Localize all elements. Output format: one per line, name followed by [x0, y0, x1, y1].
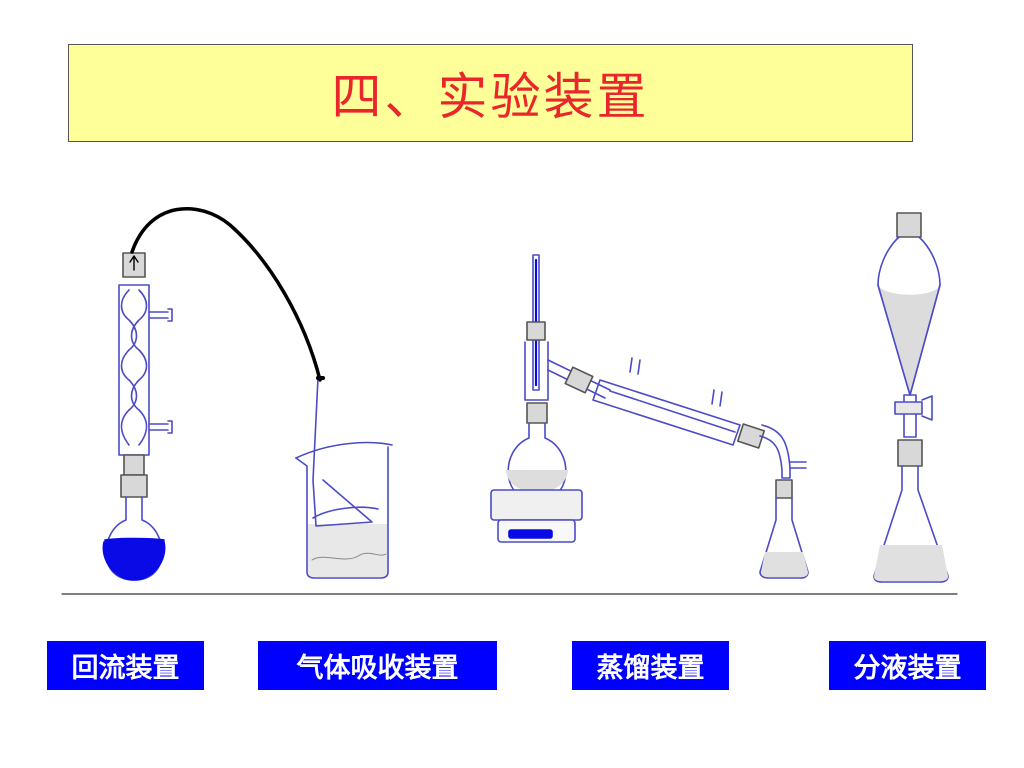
- distillation-apparatus: [490, 254, 809, 579]
- label-gas-absorption-apparatus: 气体吸收装置: [258, 641, 497, 690]
- page-title: 四、实验装置: [331, 68, 650, 126]
- label-distillation-apparatus: 蒸馏装置: [572, 641, 729, 690]
- reflux-apparatus: [102, 207, 322, 581]
- gas-absorption-apparatus: [295, 376, 393, 579]
- title-banner: 四、实验装置: [68, 44, 913, 142]
- label-separation-apparatus: 分液装置: [829, 641, 986, 690]
- label-reflux-apparatus: 回流装置: [47, 641, 204, 690]
- separatory-apparatus: [873, 212, 949, 583]
